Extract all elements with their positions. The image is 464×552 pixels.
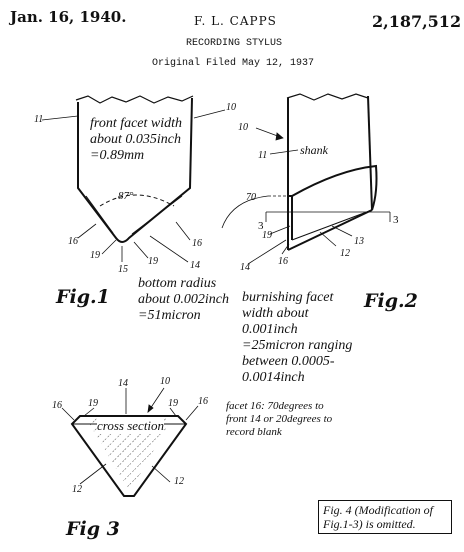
cross-section-label: cross section (97, 418, 165, 434)
fig1-ref-16-right: 16 (192, 238, 202, 249)
fig3-label: Fig 3 (66, 518, 120, 540)
burnishing-facet-note: burnishing facet width about 0.001inch =… (242, 290, 353, 385)
fig3-leaders (61, 387, 199, 485)
fig3-ref-14: 14 (118, 378, 128, 389)
fig1-ref-19-right: 19 (148, 256, 158, 267)
fig3-ref-12-right: 12 (174, 476, 184, 487)
patent-date: Jan. 16, 1940. (10, 8, 127, 26)
facet16-note: facet 16: 70degrees to front 14 or 20deg… (226, 400, 333, 438)
fig1-ref-16-left: 16 (68, 236, 78, 247)
fig3-ref-19-right: 19 (168, 398, 178, 409)
fig1-ref-10: 10 (226, 102, 236, 113)
fig1-ref-19-left: 19 (90, 250, 100, 261)
inventor-name: F. L. CAPPS (194, 14, 277, 28)
fig3-ref-16-right: 16 (198, 396, 208, 407)
fig1-stylus (75, 95, 194, 243)
fig1-angle: 87° (118, 190, 134, 202)
shank-label: shank (300, 143, 328, 157)
patent-number: 2,187,512 (372, 12, 462, 31)
fig2-ref-11: 11 (258, 150, 268, 161)
fig2-ref-3-right: 3 (393, 214, 399, 226)
fig3-ref-12-left: 12 (72, 484, 82, 495)
patent-title: RECORDING STYLUS (186, 38, 283, 49)
fig2-ref-13: 13 (354, 236, 364, 247)
fig3-ref-19-left: 19 (88, 398, 98, 409)
fig3-ref-10: 10 (160, 376, 170, 387)
fig2-label: Fig.2 (364, 290, 418, 312)
fig2-ref-12: 12 (340, 248, 350, 259)
fig1-ref-15: 15 (118, 264, 128, 275)
fig1-leaders (41, 109, 226, 263)
fig1-ref-14: 14 (190, 260, 200, 271)
fig1-ref-11: 11 (34, 114, 44, 125)
filed-date: Original Filed May 12, 1937 (152, 58, 315, 69)
fig2-ref-3-left: 3 (258, 220, 264, 232)
fig2-ref-19: 19 (262, 230, 272, 241)
bottom-radius-note: bottom radius about 0.002inch =51micron (138, 276, 229, 323)
fig3-ref-16-left: 16 (52, 400, 62, 411)
fig2-ref-14: 14 (240, 262, 250, 273)
fig2-stylus (286, 93, 378, 251)
fig2-ref-10: 10 (238, 122, 248, 133)
fig2-ref-16: 16 (278, 256, 288, 267)
fig2-ref-70: 70 (246, 192, 256, 203)
fig1-label: Fig.1 (56, 286, 110, 308)
front-facet-note: front facet width about 0.035inch =0.89m… (90, 116, 183, 163)
omitted-note: Fig. 4 (Modification of Fig.1-3) is omit… (318, 500, 452, 534)
fig2-leaders (221, 127, 391, 265)
